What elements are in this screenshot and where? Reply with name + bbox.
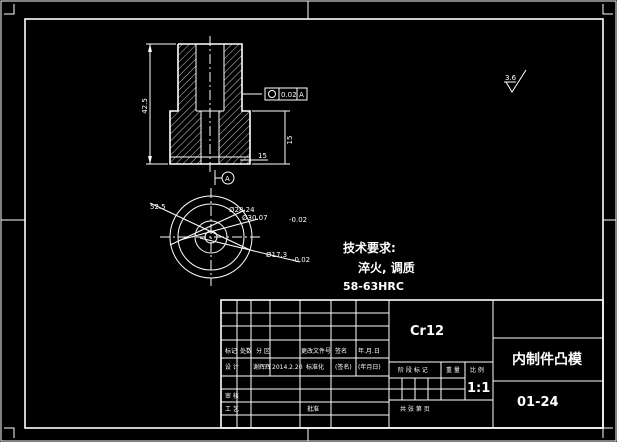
title-block [220,299,604,429]
diameter-3: Ø17.3 [266,251,287,259]
design-date: 2014.2.20 [272,364,303,371]
flatness-value: 0.02 [281,91,297,99]
designer-label: 设 计 [225,363,239,371]
header-mark: 标记 [225,347,237,355]
ratio-label: 比 例 [470,366,484,374]
part-name: 内制件凸模 [512,351,583,368]
audit-label: 审 核 [225,392,239,400]
scale-value: 1:1 [467,381,490,396]
diameter-3-tol: -0.02 [292,256,310,264]
standardization: 标准化 [306,363,324,371]
height-dim: 42.5 [141,98,149,114]
side-dim: 15 [286,136,294,145]
process-label: 工 艺 [225,405,239,413]
tech-line-2: 58-63HRC [343,280,404,293]
sign-placeholder: (签名) [335,363,352,371]
diameter-2-tol: -0.02 [289,216,307,224]
approve-label: 批准 [307,405,319,413]
header-zone: 分 区 [256,347,270,355]
datum-label: A [299,91,304,99]
header-sign: 签名 [335,347,347,355]
diameter-2: Ø30.07 [242,214,268,222]
top-view-circles [149,188,301,286]
datum-circle-label: A [225,175,230,183]
bottom-dim: 15 [258,152,267,160]
stage-mark: 阶 段 标 记 [398,366,428,374]
drawing-number: 01-24 [517,395,559,410]
header-date: 年.月.日 [358,347,380,355]
front-view-section [146,36,308,185]
sheet-count: 共 张 第 页 [400,405,430,413]
roughness-symbol [504,69,527,93]
header-count: 处数 [240,347,252,355]
date-placeholder: (年月日) [358,363,381,371]
diameter-1: Ø28.24 [229,206,255,214]
header-change-doc: 更改文件号 [301,347,331,355]
weight-label: 重 量 [446,366,460,374]
tech-line-1: 淬火, 调质 [358,260,415,275]
roughness-value: 3.6 [505,74,517,82]
designer-name: 谢辉辉 [253,363,271,371]
tech-title: 技术要求: [343,240,396,255]
outer-radius-dim: 52.5 [150,203,166,211]
material: Cr12 [410,324,444,339]
